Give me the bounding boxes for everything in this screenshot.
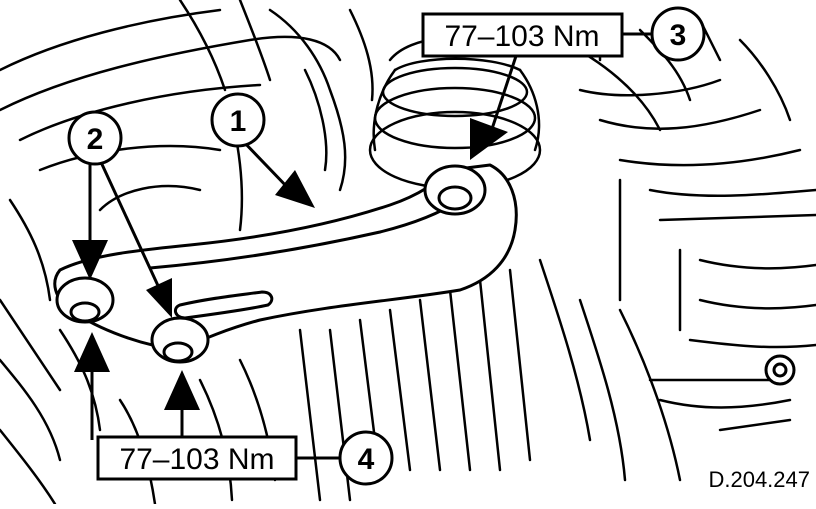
svg-text:3: 3: [670, 19, 687, 52]
arrow-2b: [146, 278, 172, 318]
bolt-top: [423, 164, 487, 216]
callout-4: 4: [338, 430, 394, 486]
callout-1: 1: [210, 92, 266, 148]
callout-2: 2: [67, 110, 123, 166]
torque-label-top: 77–103 Nm: [421, 12, 624, 58]
arrowheads: [72, 118, 508, 410]
arrow-1: [275, 170, 315, 208]
svg-text:2: 2: [87, 123, 104, 156]
arrow-2a: [72, 240, 108, 280]
arrow-3: [470, 118, 508, 160]
arrow-4b: [164, 370, 200, 410]
arrow-4a: [74, 332, 110, 372]
svg-text:77–103 Nm: 77–103 Nm: [444, 20, 599, 53]
svg-text:1: 1: [230, 105, 247, 138]
bolt-right: [764, 354, 796, 386]
svg-text:4: 4: [358, 443, 375, 476]
bolt-center: [150, 316, 210, 364]
torque-label-bottom: 77–103 Nm: [96, 435, 298, 481]
callout-3: 3: [650, 6, 706, 62]
bolt-left: [55, 276, 115, 324]
svg-text:77–103 Nm: 77–103 Nm: [119, 443, 274, 476]
reference-code: D.204.247: [708, 467, 810, 492]
